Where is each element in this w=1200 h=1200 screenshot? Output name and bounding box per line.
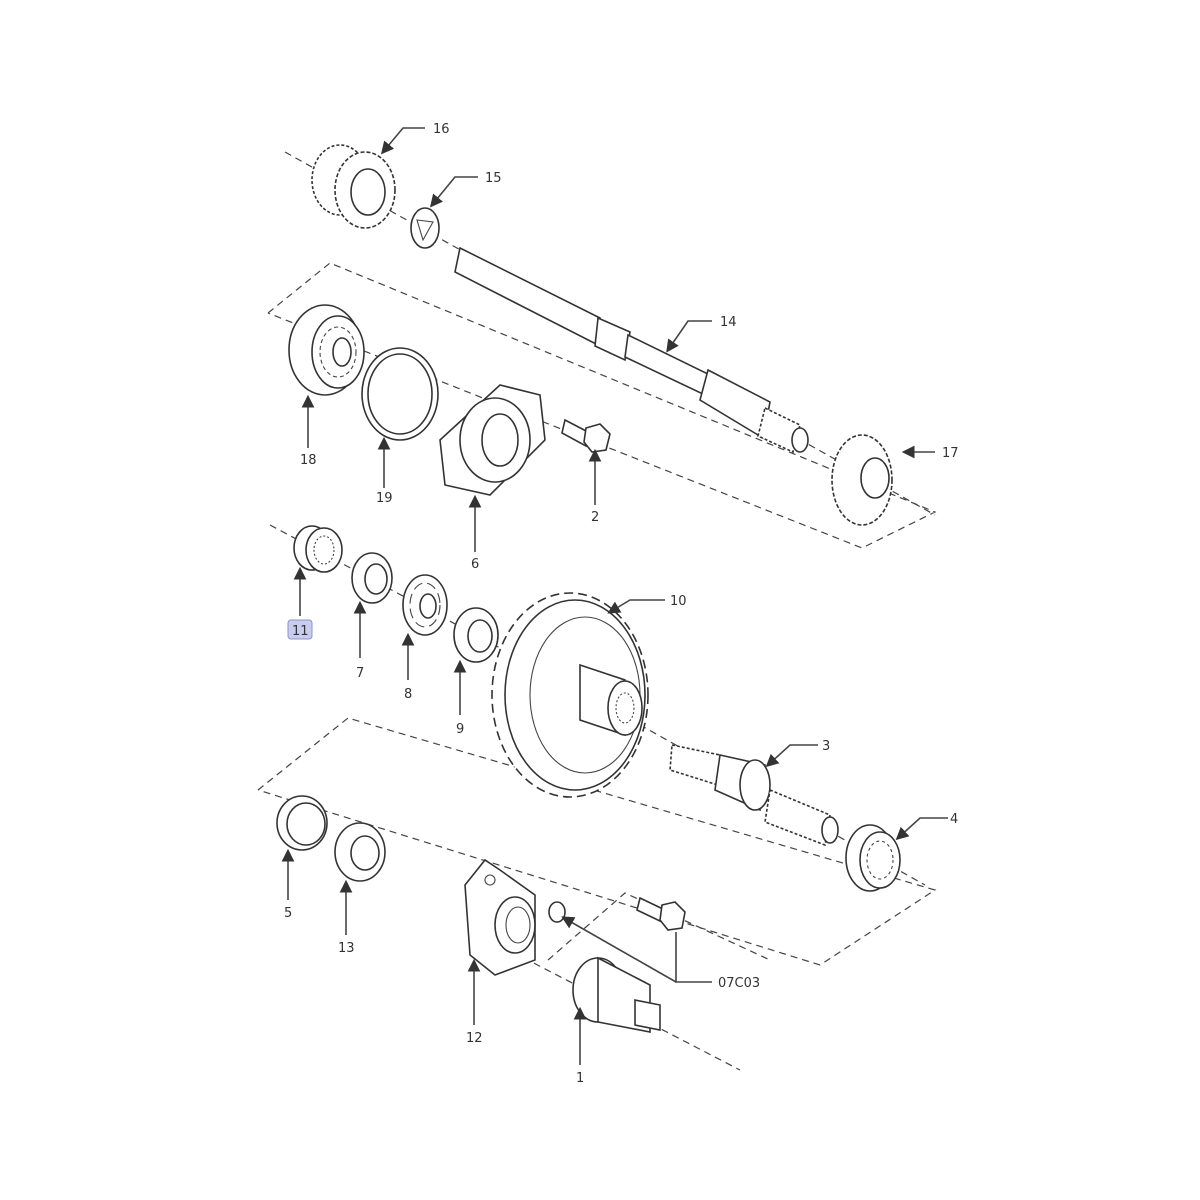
- part-11-needle-bearing[interactable]: [293, 525, 343, 573]
- callout-9[interactable]: 9: [456, 722, 464, 737]
- callout-11[interactable]: 11: [292, 624, 309, 639]
- callout-6[interactable]: 6: [471, 557, 479, 572]
- callout-3[interactable]: 3: [822, 739, 830, 754]
- part-15-washer[interactable]: [410, 207, 440, 249]
- part-7-spacer[interactable]: [351, 552, 393, 604]
- callout-1[interactable]: 1: [576, 1071, 584, 1086]
- part-6-cover-plate[interactable]: [439, 384, 546, 496]
- part-5-snap-ring[interactable]: [276, 795, 328, 851]
- leader-lines: [281, 127, 948, 1065]
- part-14-shaft[interactable]: [454, 246, 809, 454]
- part-18-bearing[interactable]: [288, 304, 365, 396]
- callout-13[interactable]: 13: [338, 941, 355, 956]
- part-9-washer[interactable]: [453, 607, 499, 663]
- callout-8[interactable]: 8: [404, 687, 412, 702]
- part-8-thrust-washer[interactable]: [402, 574, 448, 636]
- callout-10[interactable]: 10: [670, 594, 687, 609]
- part-10-gear[interactable]: [491, 592, 649, 798]
- part-12-housing[interactable]: [464, 858, 536, 976]
- callout-07c03[interactable]: 07C03: [718, 976, 760, 991]
- part-1-plug[interactable]: [572, 956, 661, 1033]
- callout-15[interactable]: 15: [485, 171, 502, 186]
- callout-2[interactable]: 2: [591, 510, 599, 525]
- callout-7[interactable]: 7: [356, 666, 364, 681]
- part-13-seal[interactable]: [334, 822, 386, 882]
- part-07c03-bolt[interactable]: [636, 896, 686, 931]
- part-16-gear[interactable]: [311, 144, 396, 229]
- callout-14[interactable]: 14: [720, 315, 737, 330]
- part-2-bolt[interactable]: [561, 418, 611, 453]
- part-4-bearing[interactable]: [845, 824, 901, 892]
- part-19-gasket[interactable]: [361, 347, 439, 441]
- callout-4[interactable]: 4: [950, 812, 958, 827]
- callout-18[interactable]: 18: [300, 453, 317, 468]
- part-17-gear[interactable]: [831, 434, 893, 526]
- part-3-shaft[interactable]: [669, 744, 839, 847]
- callout-11-highlight: [287, 619, 313, 640]
- callout-19[interactable]: 19: [376, 491, 393, 506]
- callout-17[interactable]: 17: [942, 446, 959, 461]
- part-07c03-washer[interactable]: [548, 901, 566, 923]
- callout-16[interactable]: 16: [433, 122, 450, 137]
- callout-labels: 16 15 14 17 18 19 6 2 11 7 8 9 10 3 4 5 …: [284, 122, 959, 1086]
- callout-12[interactable]: 12: [466, 1031, 483, 1046]
- callout-5[interactable]: 5: [284, 906, 292, 921]
